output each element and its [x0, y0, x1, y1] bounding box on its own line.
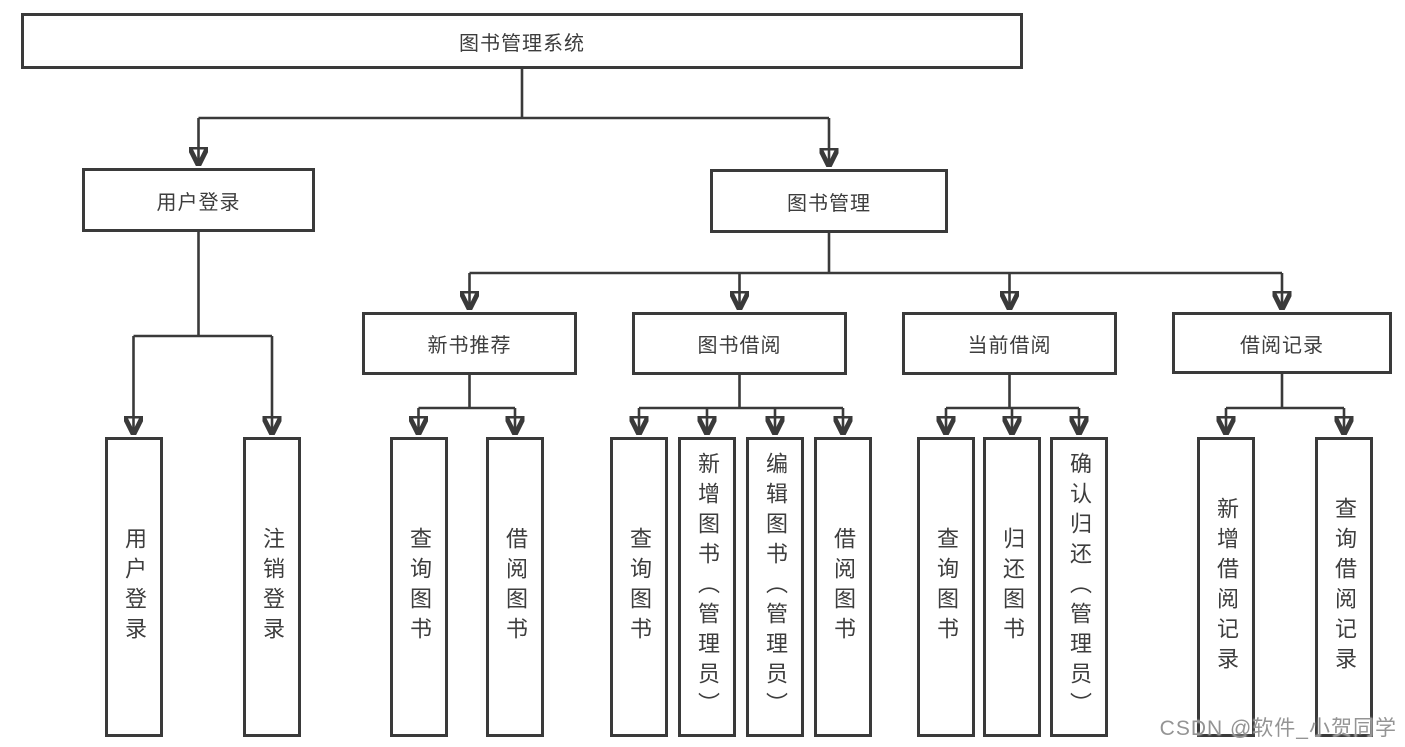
node-new-book-recommendation: 新书推荐	[362, 312, 577, 375]
node-book-borrowing: 图书借阅	[632, 312, 847, 375]
leaf-label: 查询图书	[407, 527, 432, 647]
leaf-label: 借阅图书	[831, 527, 856, 647]
leaf-label: 查询借阅记录	[1332, 497, 1357, 677]
node-current-borrowing: 当前借阅	[902, 312, 1117, 375]
leaf-label: 编辑图书（管理员）	[763, 452, 788, 722]
leaf-add-book-admin: 新增图书（管理员）	[678, 437, 736, 737]
leaf-label: 借阅图书	[503, 527, 528, 647]
node-borrowing-records: 借阅记录	[1172, 312, 1392, 374]
leaf-query-borrow-record: 查询借阅记录	[1315, 437, 1373, 737]
leaf-confirm-return-admin: 确认归还（管理员）	[1050, 437, 1108, 737]
leaf-label: 查询图书	[627, 527, 652, 647]
node-book-management: 图书管理	[710, 169, 948, 233]
leaf-add-borrow-record: 新增借阅记录	[1197, 437, 1255, 737]
leaf-borrow-books: 借阅图书	[814, 437, 872, 737]
leaf-label: 新增借阅记录	[1214, 497, 1239, 677]
leaf-query-books-borrowing: 查询图书	[610, 437, 668, 737]
leaf-user-login: 用户登录	[105, 437, 163, 737]
leaf-label: 用户登录	[122, 527, 147, 647]
node-library-management-system: 图书管理系统	[21, 13, 1023, 69]
leaf-borrow-books-recommend: 借阅图书	[486, 437, 544, 737]
leaf-label: 注销登录	[260, 527, 285, 647]
leaf-query-books-current: 查询图书	[917, 437, 975, 737]
leaf-return-book: 归还图书	[983, 437, 1041, 737]
node-user-login: 用户登录	[82, 168, 315, 232]
csdn-watermark: CSDN @软件_小贺同学	[1159, 717, 1397, 740]
leaf-label: 确认归还（管理员）	[1067, 452, 1092, 722]
leaf-label: 新增图书（管理员）	[695, 452, 720, 722]
leaf-query-books-recommend: 查询图书	[390, 437, 448, 737]
leaf-label: 归还图书	[1000, 527, 1025, 647]
leaf-edit-book-admin: 编辑图书（管理员）	[746, 437, 804, 737]
leaf-logout: 注销登录	[243, 437, 301, 737]
leaf-label: 查询图书	[934, 527, 959, 647]
